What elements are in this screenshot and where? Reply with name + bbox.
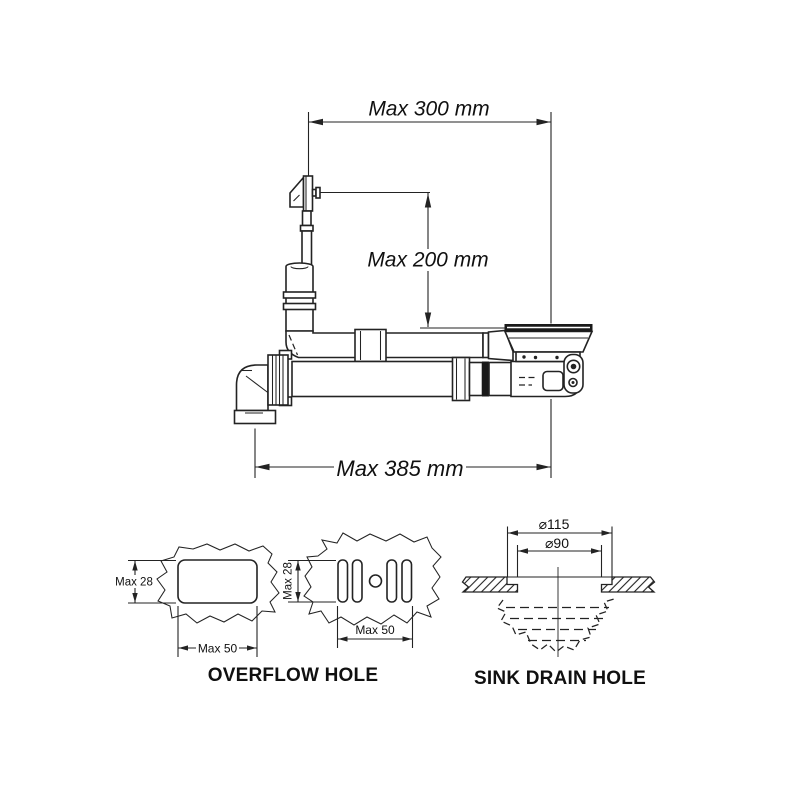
- overflow-slot: [401, 559, 413, 603]
- overflow-slot: [337, 559, 349, 603]
- dimension-max-200: Max 200 mm: [320, 191, 505, 329]
- dim-label-overflow-height: Max 200 mm: [367, 249, 488, 272]
- sink-drain-hole-sketch: ⌀115 ⌀90: [461, 516, 656, 657]
- overflow-standpipe: [282, 175, 321, 332]
- overflow-slot: [351, 559, 363, 603]
- overflow-hole-opening: [177, 559, 258, 604]
- dim-label-plain-width: Max 50: [198, 642, 238, 656]
- dim-label-outer-diameter: ⌀115: [539, 516, 570, 532]
- overflow-hole-slotted-sketch: Max 28 Max 50: [283, 532, 442, 648]
- overflow-slot: [386, 559, 398, 603]
- overflow-hole-caption: OVERFLOW HOLE: [208, 665, 378, 686]
- dim-label-plain-height: Max 28: [115, 577, 153, 589]
- sink-cross-section-right: [600, 576, 656, 593]
- hidden-drain-body-outline: [496, 598, 615, 653]
- strainer-flange: [504, 324, 593, 332]
- drain-body: [503, 324, 594, 398]
- dim-label-slotted-width: Max 50: [355, 623, 395, 637]
- outlet-elbow: [233, 349, 293, 425]
- dimension-max-300: Max 300 mm: [307, 98, 552, 478]
- dim-label-inner-diameter: ⌀90: [545, 535, 569, 551]
- overflow-hole-plain-sketch: Max 28 Max 50: [113, 543, 280, 657]
- dim-label-top-width: Max 300 mm: [368, 98, 489, 121]
- sink-drain-hole-caption: SINK DRAIN HOLE: [474, 668, 646, 689]
- sink-material-blob: [156, 543, 280, 624]
- fixing-screw-bracket: [563, 353, 584, 394]
- sink-cross-section-left: [461, 576, 519, 593]
- sink-material-blob: [303, 532, 442, 626]
- dimension-max-385: Max 385 mm: [254, 428, 551, 481]
- lower-waste-pipe: [291, 356, 514, 402]
- center-hole: [368, 574, 383, 588]
- side-outlet-knob: [519, 370, 564, 392]
- elbow-nut: [267, 349, 293, 407]
- pipe-coupling: [354, 328, 387, 363]
- overflow-screw: [311, 186, 321, 199]
- pipe-coupling: [451, 356, 471, 402]
- dim-label-bottom-width: Max 385 mm: [336, 456, 463, 481]
- upper-overflow-pipe: [285, 328, 514, 363]
- dim-label-slotted-height: Max 28: [283, 562, 295, 600]
